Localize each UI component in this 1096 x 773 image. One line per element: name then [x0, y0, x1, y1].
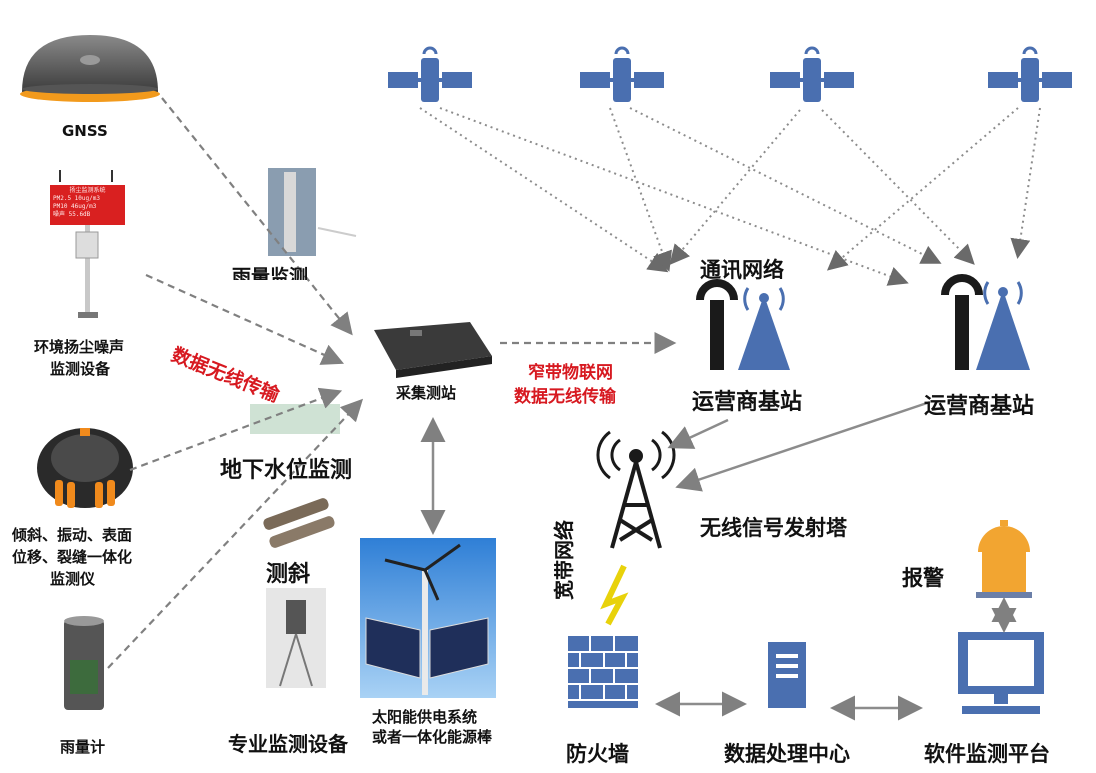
base-station-label-2: 运营商基站	[924, 394, 1035, 419]
inclinometer-icon	[263, 498, 335, 548]
solar-power-label-line1: 太阳能供电系统	[372, 708, 478, 726]
alarm-lamp-icon	[976, 520, 1032, 598]
rain-monitoring-title: 雨量监测	[232, 266, 309, 280]
nb-iot-label-line2: 数据无线传输	[514, 387, 616, 407]
communication-network-label: 通讯网络	[700, 258, 784, 282]
software-platform-label: 软件监测平台	[924, 742, 1050, 766]
board-line-pm25: PM2.5 10ug/m3	[53, 195, 100, 202]
base-station-label-1: 运营商基站	[692, 390, 803, 415]
satellite-icon-4	[988, 46, 1072, 102]
solar-power-label-line2: 或者一体化能源棒	[372, 728, 493, 746]
rain-gauge-label: 雨量计	[60, 738, 106, 756]
nb-iot-label-line1: 窄带物联网	[528, 363, 613, 383]
base-station-icon-1	[696, 279, 790, 370]
data-center-label: 数据处理中心	[724, 742, 850, 766]
satellite-icon-1	[388, 46, 472, 102]
board-title: 扬尘监测系统	[69, 187, 106, 194]
gnss-label: GNSS	[62, 122, 108, 140]
tilt-monitor-label-line3: 监测仪	[50, 570, 96, 588]
total-station-photo	[266, 588, 326, 688]
satellite-icon-2	[580, 46, 664, 102]
board-line-pm10: PM10 46ug/m3	[53, 203, 97, 210]
env-dust-label-line2: 监测设备	[50, 360, 111, 378]
computer-icon	[958, 632, 1044, 714]
dust-monitor-icon	[50, 170, 125, 318]
tilt-monitor-icon	[37, 428, 133, 508]
rain-monitor-photo	[268, 168, 357, 256]
network-arrows	[420, 400, 1017, 721]
professional-device-label: 专业监测设备	[228, 732, 348, 756]
collector-station-label: 采集测站	[396, 384, 457, 402]
tilt-monitor-label-line1: 倾斜、振动、表面	[12, 526, 133, 544]
tilt-monitor-label-line2: 位移、裂缝一体化	[12, 548, 133, 566]
data-flow-arrows	[107, 97, 677, 669]
base-station-icon-2	[941, 274, 1030, 370]
board-line-noise: 噪声 55.6dB	[53, 211, 91, 218]
inclinometer-label: 测斜	[266, 562, 311, 587]
lightning-icon	[600, 564, 629, 626]
signal-tower-icon	[596, 430, 676, 549]
rain-gauge-icon	[64, 616, 104, 710]
alarm-label: 报警	[902, 566, 944, 590]
dust-display-board: 扬尘监测系统 PM2.5 10ug/m3 PM10 46ug/m3 噪声 55.…	[50, 185, 125, 225]
gnss-receiver-icon	[20, 35, 160, 102]
collector-station-icon	[374, 322, 492, 378]
signal-tower-label: 无线信号发射塔	[700, 516, 847, 540]
server-icon	[768, 642, 806, 708]
broadband-network-label: 宽带网络	[552, 520, 576, 600]
groundwater-label: 地下水位监测	[220, 458, 353, 483]
satellite-links	[419, 107, 1041, 286]
firewall-label: 防火墙	[566, 742, 629, 766]
satellite-icon-3	[770, 46, 854, 102]
env-dust-label-line1: 环境扬尘噪声	[34, 338, 125, 356]
solar-power-photo	[360, 538, 496, 698]
groundwater-photo	[250, 404, 340, 434]
firewall-icon	[568, 636, 638, 708]
